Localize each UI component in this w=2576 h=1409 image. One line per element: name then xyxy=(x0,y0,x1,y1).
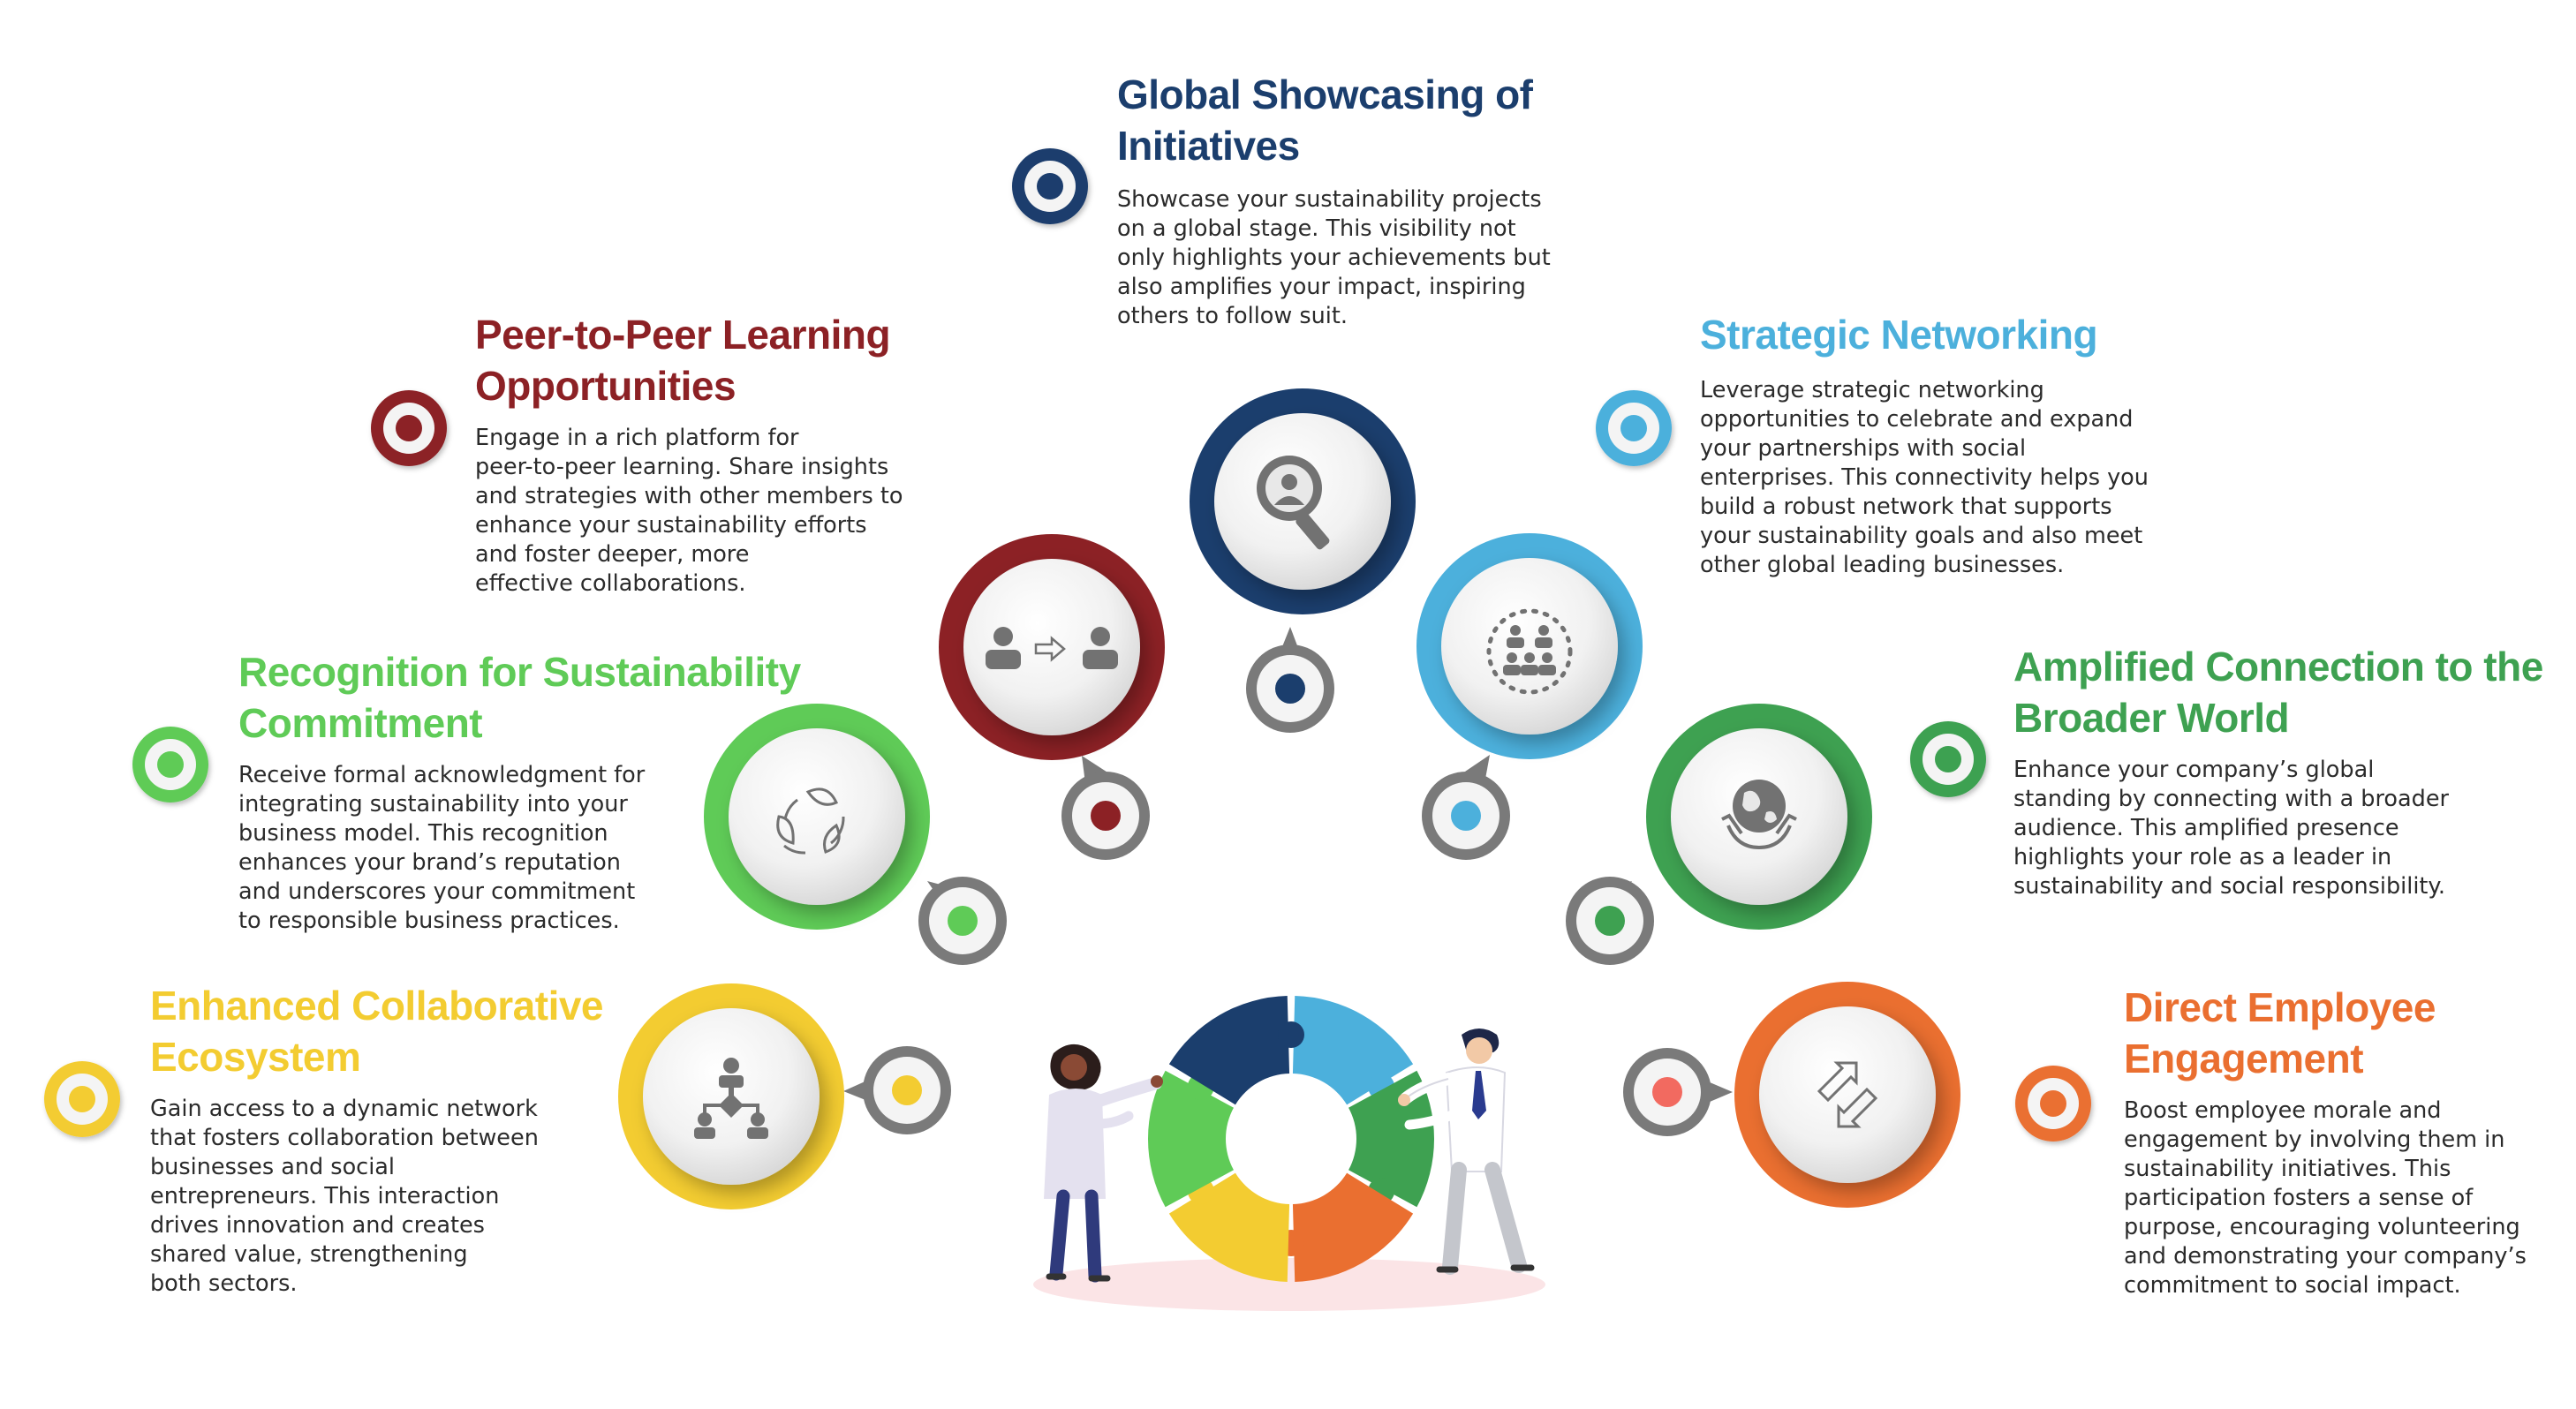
magnifier-person-icon xyxy=(1257,456,1330,550)
amplified-title-marker xyxy=(1910,721,1986,797)
puzzle-piece-navy xyxy=(1168,996,1290,1105)
puzzle-piece-navy-knob xyxy=(1278,1021,1304,1048)
person-transfer-icon xyxy=(986,627,1118,669)
woman-figure xyxy=(1044,1044,1163,1283)
peer-connector-bubble xyxy=(1061,756,1150,860)
recognition-icon-circle xyxy=(704,704,930,930)
strategic-networking-description: Leverage strategic networking opportunit… xyxy=(1700,377,2149,578)
puzzle-piece-lime xyxy=(1148,1070,1234,1208)
puzzle-piece-green xyxy=(1348,1070,1434,1208)
global-showcasing-title: Global Showcasing of Initiatives xyxy=(1117,72,1533,169)
peer-icon-circle xyxy=(939,534,1165,760)
enhanced-ecosystem-title: Enhanced Collaborative Ecosystem xyxy=(150,983,604,1080)
recycle-leaf-icon xyxy=(776,787,845,855)
amplified-connection-description: Enhance your company’s global standing b… xyxy=(2013,757,2450,900)
global-icon-circle xyxy=(1190,388,1416,614)
recognition-description: Receive formal acknowledgment for integr… xyxy=(238,762,646,934)
peer-learning-title: Peer-to-Peer Learning Opportunities xyxy=(475,312,891,409)
strategic-connector-bubble xyxy=(1422,755,1510,860)
enhanced-ecosystem-block: Enhanced Collaborative Ecosystem Gain ac… xyxy=(150,980,609,1299)
global-connector-bubble xyxy=(1246,627,1334,733)
enhanced-ecosystem-description: Gain access to a dynamic network that fo… xyxy=(150,1096,539,1297)
amplified-connection-block: Amplified Connection to the Broader Worl… xyxy=(2013,641,2543,901)
amplified-connector-bubble xyxy=(1566,877,1654,965)
strategic-icon-circle xyxy=(1416,533,1643,759)
org-chart-icon xyxy=(694,1058,768,1139)
direct-engagement-title: Direct Employee Engagement xyxy=(2124,984,2436,1081)
puzzle-piece-orange xyxy=(1292,1172,1414,1282)
man-figure xyxy=(1398,1028,1535,1275)
amplified-connection-title: Amplified Connection to the Broader Worl… xyxy=(2013,644,2543,741)
globe-hands-icon xyxy=(1721,780,1797,850)
strategic-title-marker xyxy=(1596,390,1672,466)
global-title-marker xyxy=(1012,148,1088,224)
direct-connector-bubble xyxy=(1623,1048,1733,1136)
strategic-networking-title: Strategic Networking xyxy=(1700,312,2098,358)
strategic-networking-block: Strategic Networking Leverage strategic … xyxy=(1700,309,2195,580)
direct-title-marker xyxy=(2015,1066,2091,1142)
enhanced-title-marker xyxy=(44,1061,120,1137)
peer-title-marker xyxy=(371,390,447,466)
direct-engagement-block: Direct Employee Engagement Boost employe… xyxy=(2124,982,2565,1300)
recognition-connector-bubble xyxy=(918,877,1007,965)
exchange-arrows-icon xyxy=(1817,1061,1878,1128)
recognition-title-marker xyxy=(132,727,208,802)
enhanced-icon-circle xyxy=(618,983,844,1209)
direct-engagement-description: Boost employee morale and engagement by … xyxy=(2124,1097,2527,1299)
direct-icon-circle xyxy=(1734,982,1960,1208)
peer-learning-description: Engage in a rich platform for peer-to-pe… xyxy=(475,425,903,597)
network-group-icon xyxy=(1486,608,1573,695)
puzzle-ring-illustration xyxy=(1033,996,1545,1311)
recognition-block: Recognition for Sustainability Commitmen… xyxy=(238,646,801,936)
amplified-icon-circle xyxy=(1646,704,1872,930)
enhanced-connector-bubble xyxy=(843,1046,951,1134)
recognition-title: Recognition for Sustainability Commitmen… xyxy=(238,649,801,746)
peer-learning-block: Peer-to-Peer Learning Opportunities Enga… xyxy=(475,309,952,599)
global-showcasing-description: Showcase your sustainability projects on… xyxy=(1117,186,1551,329)
global-showcasing-block: Global Showcasing of Initiatives Showcas… xyxy=(1117,69,1612,331)
